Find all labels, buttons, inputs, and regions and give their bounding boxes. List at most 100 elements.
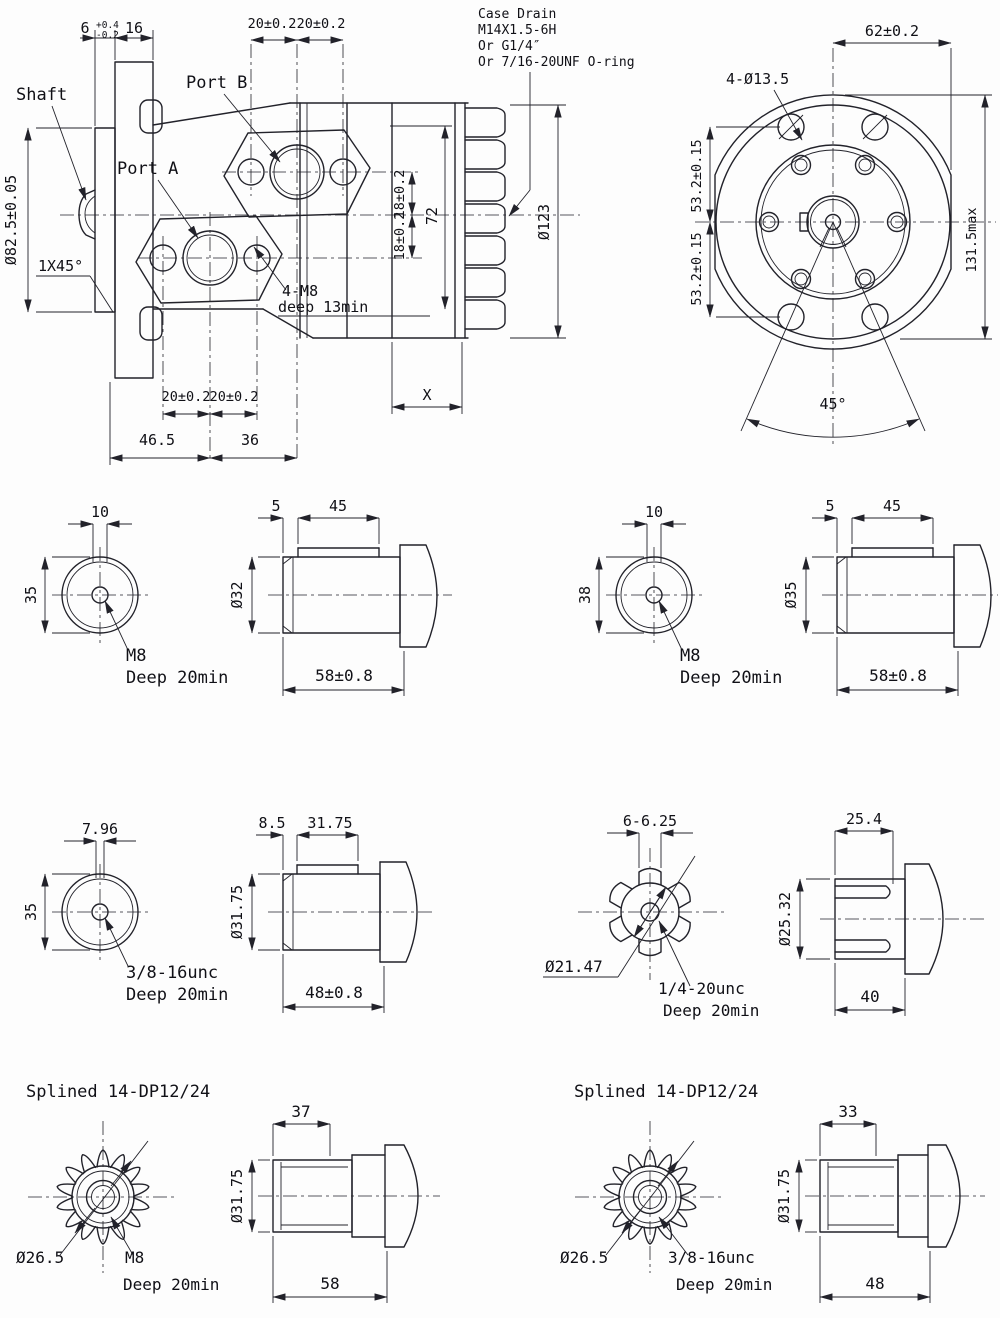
s1-thread: M8 xyxy=(126,646,146,666)
s2-thread: M8 xyxy=(680,646,700,666)
shaft-label: Shaft xyxy=(16,85,67,105)
s3-tapped-hole xyxy=(91,903,109,921)
bolt-thread-note: 4-M8 xyxy=(282,282,318,300)
s3-d2: 31.75 xyxy=(307,814,352,832)
s4-spline-circle xyxy=(620,882,680,942)
s6-title: Splined 14-DP12/24 xyxy=(574,1082,758,1102)
s5-depth: Deep 20min xyxy=(123,1275,219,1294)
s1-depth: Deep 20min xyxy=(126,668,228,688)
dim-tol-minus: -0.2 xyxy=(96,30,119,41)
s4-spline-groove-upper xyxy=(834,885,891,899)
s3-length: 48±0.8 xyxy=(305,983,363,1002)
dim-18-lower: 18±0.2 xyxy=(392,212,408,261)
dim-x: X xyxy=(422,386,431,404)
s1-d2: 45 xyxy=(329,497,347,515)
s2-flat-dim: 38 xyxy=(576,586,594,604)
s2-d1: 5 xyxy=(825,497,834,515)
keyway-slot xyxy=(799,212,809,232)
dim-18-upper: 18±0.2 xyxy=(392,170,408,219)
shaft-option-6: Splined 14-DP12/24 Ø26.5 3/8-16unc Deep … xyxy=(560,1082,985,1303)
s5-minor-dia: Ø26.5 xyxy=(16,1248,64,1267)
shaft-center-hole xyxy=(824,213,842,231)
s4-dia: Ø25.32 xyxy=(776,892,794,946)
dim-53-lower: 53.2±0.15 xyxy=(689,232,705,305)
s6-end-cap xyxy=(927,1144,961,1248)
dim-body-diameter: Ø123 xyxy=(535,204,553,240)
rear-view-dimensions: 62±0.2 4-Ø13.5 53.2±0.15 53.2±0.15 131.5… xyxy=(689,22,992,438)
dim-62: 62±0.2 xyxy=(865,22,919,40)
dim-72: 72 xyxy=(423,207,441,225)
shaft-option-2: 10 38 M8 Deep 20min 5 45 Ø35 58±0.8 xyxy=(576,497,998,696)
shaft-option-3: 7.96 35 3/8-16unc Deep 20min 8.5 31.75 Ø… xyxy=(22,814,432,1013)
s3-d1: 8.5 xyxy=(258,814,285,832)
s1-key-width: 10 xyxy=(91,503,109,521)
side-view-centerlines xyxy=(60,44,580,462)
motor-body-outline xyxy=(152,102,506,339)
s1-end-cap xyxy=(399,544,438,648)
mounting-flange xyxy=(78,61,163,379)
s4-minor-dia: Ø21.47 xyxy=(545,957,603,976)
shaft-option-4: 6-6.25 Ø21.47 1/4-20unc Deep 20min 25.4 … xyxy=(543,810,986,1020)
dim-bottom-20-left: 20±0.2 xyxy=(162,389,211,405)
s4-length: 40 xyxy=(860,987,879,1006)
side-view-labels: Shaft Port B Port A 4-M8 deep 13min Case… xyxy=(16,7,635,317)
s3-depth: Deep 20min xyxy=(126,985,228,1005)
case-drain-line1: Case Drain xyxy=(478,7,556,22)
s6-depth: Deep 20min xyxy=(676,1275,772,1294)
dim-45deg: 45° xyxy=(819,395,846,413)
s2-tapped-hole xyxy=(645,586,663,604)
s5-end-cap xyxy=(384,1144,419,1248)
s2-dia: Ø35 xyxy=(782,581,800,608)
dim-flange-thickness: 6 xyxy=(80,19,89,37)
s4-depth: Deep 20min xyxy=(663,1001,759,1020)
gerotor-scallops xyxy=(464,107,506,330)
s2-key-width: 10 xyxy=(645,503,663,521)
dim-bottom-20-right: 20±0.2 xyxy=(210,389,259,405)
s6-length: 48 xyxy=(865,1274,884,1293)
port-a-label: Port A xyxy=(117,159,178,179)
dim-tol-plus: +0.4 xyxy=(96,20,119,31)
s1-length: 58±0.8 xyxy=(315,666,373,685)
s2-length: 58±0.8 xyxy=(869,666,927,685)
port-a-pad xyxy=(135,215,283,304)
s4-key-width: 6-6.25 xyxy=(623,812,677,830)
s3-dia: Ø31.75 xyxy=(228,885,246,939)
dim-16: 16 xyxy=(125,19,143,37)
case-drain-line3: Or G1/4″ xyxy=(478,39,541,54)
s2-depth: Deep 20min xyxy=(680,668,782,688)
s4-end-cap xyxy=(904,863,944,975)
s5-title: Splined 14-DP12/24 xyxy=(26,1082,210,1102)
s2-shaft-end-circle xyxy=(615,556,693,634)
bolt-depth-note: deep 13min xyxy=(278,298,368,316)
s6-dia: Ø31.75 xyxy=(775,1169,793,1223)
s2-d2: 45 xyxy=(883,497,901,515)
s1-d1: 5 xyxy=(271,497,280,515)
mount-holes-note: 4-Ø13.5 xyxy=(726,70,789,88)
s6-thread: 3/8-16unc xyxy=(668,1248,755,1267)
dim-top-20-left: 20±0.2 xyxy=(248,16,297,32)
dim-36: 36 xyxy=(241,431,259,449)
port-b-pad xyxy=(223,129,371,218)
s3-shaft-end-circle xyxy=(61,873,139,951)
case-drain-line2: M14X1.5-6H xyxy=(478,23,556,38)
case-drain-line4: Or 7/16-20UNF O-ring xyxy=(478,55,635,70)
s6-d2: 33 xyxy=(838,1102,857,1121)
shaft-option-1: 10 35 M8 Deep 20min 5 45 Ø32 58±0.8 xyxy=(22,497,452,696)
s1-dia: Ø32 xyxy=(228,581,246,608)
dim-pilot-diameter: Ø82.5±0.05 xyxy=(2,175,20,265)
s5-dia: Ø31.75 xyxy=(228,1169,246,1223)
s4-d2: 25.4 xyxy=(846,810,882,828)
s3-key-width: 7.96 xyxy=(82,820,118,838)
shaft-boss-circle xyxy=(806,195,860,249)
side-view-dimensions: 6 +0.4 -0.2 16 20±0.2 20±0.2 Ø82.5±0.05 … xyxy=(2,16,566,465)
s1-shaft-end-circle xyxy=(61,556,139,634)
rear-view: 62±0.2 4-Ø13.5 53.2±0.15 53.2±0.15 131.5… xyxy=(689,22,996,445)
s5-thread: M8 xyxy=(125,1248,144,1267)
port-b-label: Port B xyxy=(186,73,247,93)
rear-body-circle xyxy=(715,104,951,340)
shaft-option-5: Splined 14-DP12/24 Ø26.5 M8 Deep 20min 3… xyxy=(16,1082,440,1303)
side-view: 6 +0.4 -0.2 16 20±0.2 20±0.2 Ø82.5±0.05 … xyxy=(2,7,635,465)
s4-spline-groove-lower xyxy=(834,939,891,953)
dim-53-upper: 53.2±0.15 xyxy=(689,139,705,212)
